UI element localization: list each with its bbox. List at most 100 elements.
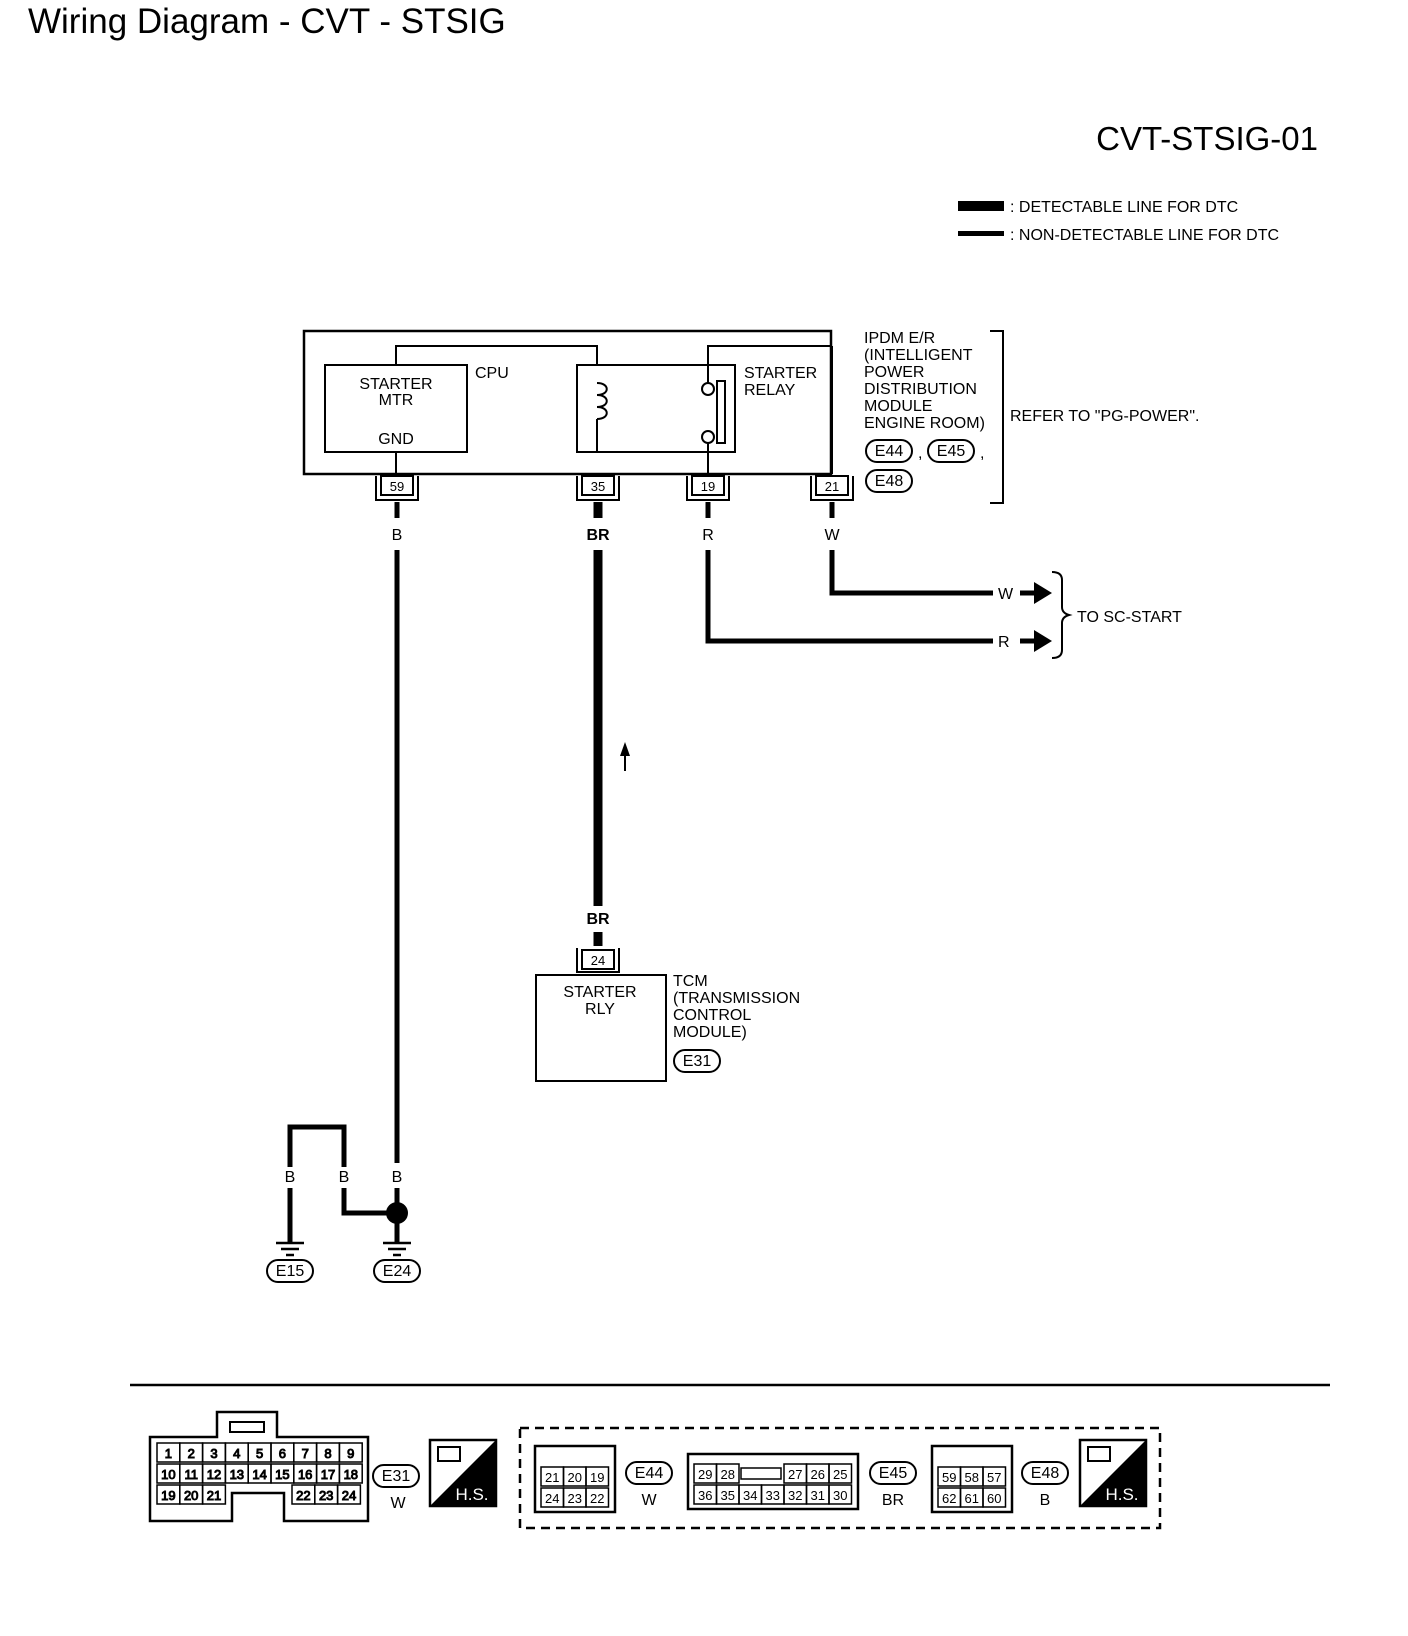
pin-box	[581, 475, 615, 496]
pin-number: 59	[390, 479, 404, 494]
pin-box	[691, 475, 725, 496]
connector-e31-id: E31	[382, 1468, 411, 1485]
pin-number: 35	[591, 479, 605, 494]
wire-color-19: R	[702, 527, 714, 544]
legend-non-detectable-label: : NON-DETECTABLE LINE FOR DTC	[1010, 227, 1279, 244]
cavity-number: 22	[296, 1488, 310, 1503]
tcm-label-line: (TRANSMISSION	[673, 990, 800, 1007]
cavity-number: 25	[833, 1467, 847, 1482]
ipdm-bracket	[990, 330, 1004, 504]
ipdm-connector-tags: E44 , E45 , E48	[865, 439, 984, 493]
cpu-label: CPU	[475, 365, 509, 382]
refer-label: REFER TO "PG-POWER".	[1010, 408, 1199, 425]
connector-cavity	[585, 1487, 610, 1508]
cavity-number: 3	[210, 1446, 217, 1461]
cavity-number: 23	[319, 1488, 333, 1503]
ground-tag-e24	[373, 1259, 421, 1283]
pin-35: 35	[576, 475, 620, 501]
connector-cavity	[338, 1442, 363, 1463]
sc-start-brace	[1051, 571, 1073, 659]
legend-non-detectable-swatch	[958, 231, 1004, 236]
ipdm-label-line: POWER	[864, 364, 924, 381]
diagram-code: CVT-STSIG-01	[1096, 120, 1318, 157]
ground-e24-jumper	[341, 1188, 397, 1216]
cavity-number: 9	[347, 1446, 354, 1461]
relay-switch-bar	[716, 380, 726, 444]
hs-badge-fill	[430, 1440, 496, 1506]
connector-tag-e45-label: E45	[937, 443, 966, 460]
connector-e45-id: E45	[879, 1465, 908, 1482]
cavity-number: 58	[965, 1470, 979, 1485]
cavity-number: 17	[321, 1467, 335, 1482]
cavity-number: 62	[942, 1491, 956, 1506]
starter-mtr-label-1: STARTER	[359, 376, 432, 393]
arrow-right-icon	[1034, 630, 1052, 652]
cavity-number: 35	[721, 1488, 735, 1503]
ground-wire-color: B	[392, 1169, 403, 1186]
hs-badge-right: H.S.	[1078, 1438, 1148, 1508]
wires	[394, 502, 993, 1163]
connector-tag-e31-label: E31	[683, 1053, 712, 1070]
pin-housing	[576, 476, 620, 501]
tcm-label-line: CONTROL	[673, 1007, 751, 1024]
cavity-number: 30	[833, 1488, 847, 1503]
cavity-number: 4	[233, 1446, 240, 1461]
relay-contact-line	[707, 345, 832, 383]
cavity-number: 15	[275, 1467, 289, 1482]
connector-tag-e45	[927, 439, 975, 463]
wire-color-tcm: BR	[586, 911, 610, 928]
tcm-module: 24 STARTER RLY TCM (TRANSMISSION CONTROL…	[535, 948, 800, 1082]
cavity-number: 32	[788, 1488, 802, 1503]
relay-contact-top	[701, 382, 715, 396]
pin-59: 59	[375, 475, 419, 501]
ground-jumper	[287, 1124, 347, 1167]
connector-cavity	[336, 1484, 362, 1505]
connector-cavity	[828, 1484, 853, 1505]
connector-key	[740, 1467, 782, 1480]
cavity-number: 12	[207, 1467, 221, 1482]
connector-e48-color: B	[1040, 1492, 1051, 1509]
ipdm-label: IPDM E/R (INTELLIGENT POWER DISTRIBUTION…	[864, 330, 985, 432]
connector-outline	[686, 1452, 860, 1511]
tcm-box-label-2: RLY	[585, 1001, 615, 1018]
ipdm-label-line: MODULE	[864, 398, 932, 415]
pin-box	[581, 949, 615, 970]
legend: : DETECTABLE LINE FOR DTC : NON-DETECTAB…	[958, 199, 1279, 244]
connector-tag-e45-view	[869, 1461, 917, 1485]
cavity-number: 14	[252, 1467, 266, 1482]
cavity-number: 21	[545, 1470, 559, 1485]
starter-relay-box	[576, 364, 736, 453]
relay-coil	[596, 382, 608, 420]
cavity-number: 60	[987, 1491, 1001, 1506]
connector-cavity	[338, 1463, 363, 1484]
tcm-pin-number: 24	[591, 953, 605, 968]
pin-19: 19	[686, 475, 730, 501]
pin-box	[815, 475, 849, 496]
cavity-number: 1	[165, 1446, 172, 1461]
connector-outline	[533, 1444, 617, 1514]
cavity-number: 59	[942, 1470, 956, 1485]
cavity-number: 26	[811, 1467, 825, 1482]
connector-cavity	[828, 1463, 853, 1484]
hs-badge-fill	[1080, 1440, 1146, 1506]
connector-e48-id: E48	[1031, 1465, 1060, 1482]
ground-wire-color: B	[339, 1169, 350, 1186]
relay-contact-bottom	[701, 430, 715, 444]
cavity-number: 6	[279, 1446, 286, 1461]
hs-label: H.S.	[455, 1485, 488, 1504]
legend-detectable-label: : DETECTABLE LINE FOR DTC	[1010, 199, 1238, 216]
cavity-number: 10	[161, 1467, 175, 1482]
sc-start-w-label: W	[998, 586, 1014, 603]
sc-start-arrows: W R TO SC-START	[998, 571, 1182, 659]
cavity-number: 61	[965, 1491, 979, 1506]
ground-tag-e15	[266, 1259, 314, 1283]
ground-e15-label: E15	[276, 1263, 305, 1280]
cavity-number: 34	[743, 1488, 757, 1503]
tag-separator: ,	[980, 445, 984, 462]
connector-tag-e48-label: E48	[875, 473, 904, 490]
connector-tag-e48	[865, 469, 913, 493]
